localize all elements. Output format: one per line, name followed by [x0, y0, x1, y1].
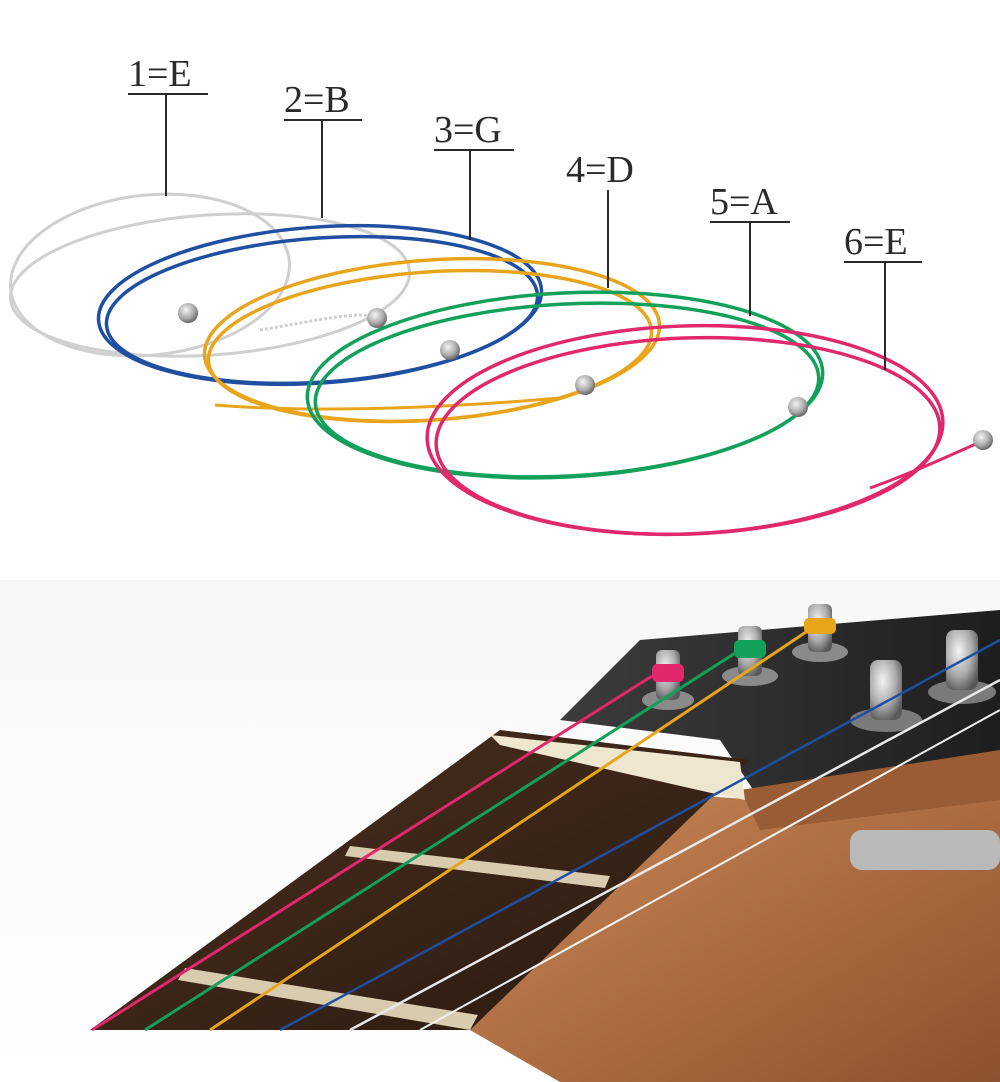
label-2: 2=B — [284, 79, 362, 218]
ball-ends — [178, 303, 993, 450]
string-coil-4 — [305, 290, 825, 480]
label-6: 6=E — [844, 221, 922, 370]
label-2-text: 2=B — [284, 79, 350, 121]
label-3: 3=G — [434, 109, 514, 240]
fret — [345, 846, 610, 888]
label-5-text: 5=A — [710, 181, 778, 223]
label-1: 1=E — [128, 53, 208, 196]
fretboard — [90, 730, 750, 1030]
label-3-text: 3=G — [434, 109, 502, 151]
fret — [178, 968, 478, 1030]
guitar-neck — [90, 604, 1000, 1082]
label-1-text: 1=E — [128, 53, 192, 95]
string-coil-3 — [202, 256, 662, 424]
tuner-bracket — [850, 830, 1000, 870]
label-6-text: 6=E — [844, 221, 908, 263]
label-4: 4=D — [566, 149, 634, 288]
string-coil-1 — [8, 192, 412, 358]
fretboard-strings — [91, 626, 1000, 1032]
tuning-pegs — [642, 604, 996, 732]
string-coil-5 — [425, 323, 986, 537]
string-labels: 1=E 2=B 3=G 4=D 5=A 6=E — [128, 53, 922, 370]
label-4-text: 4=D — [566, 149, 634, 191]
nut — [490, 735, 745, 800]
string-coils — [8, 192, 993, 537]
label-5: 5=A — [710, 181, 790, 316]
